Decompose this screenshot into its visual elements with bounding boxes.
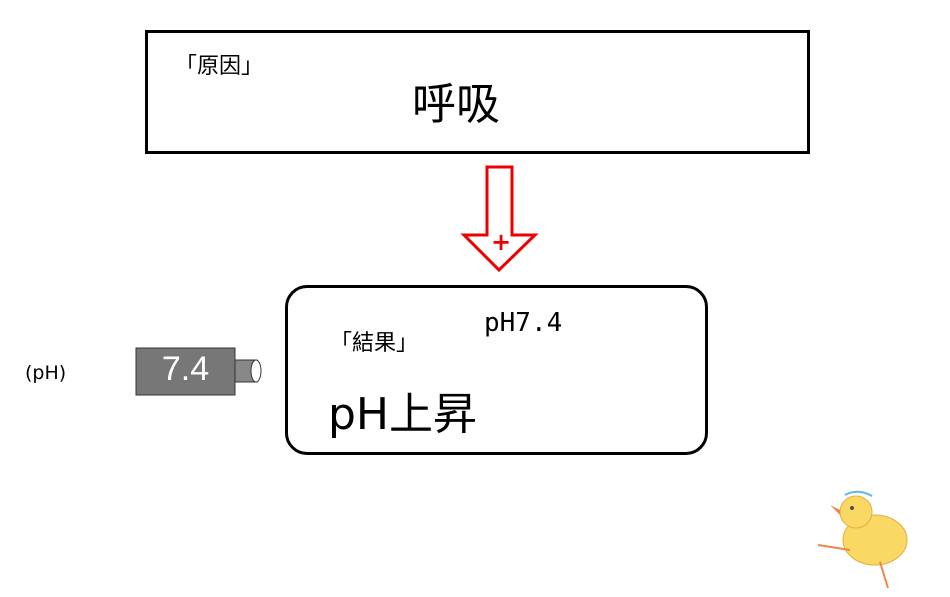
meter-icon	[135, 347, 262, 396]
chick-icon	[817, 490, 908, 589]
cause-label: 「原因」	[175, 54, 264, 79]
result-text: pH上昇	[328, 389, 478, 440]
result-box	[285, 285, 708, 455]
meter-axis-label: (pH)	[25, 362, 67, 384]
result-ph-value: pH7.4	[484, 308, 563, 338]
meter-reading: 7.4	[161, 350, 210, 388]
cause-box	[145, 30, 810, 154]
down-arrow-icon	[460, 165, 539, 273]
cause-text: 呼吸	[412, 79, 500, 130]
plus-sign: +	[491, 228, 512, 256]
result-label: 「結果」	[330, 331, 419, 356]
